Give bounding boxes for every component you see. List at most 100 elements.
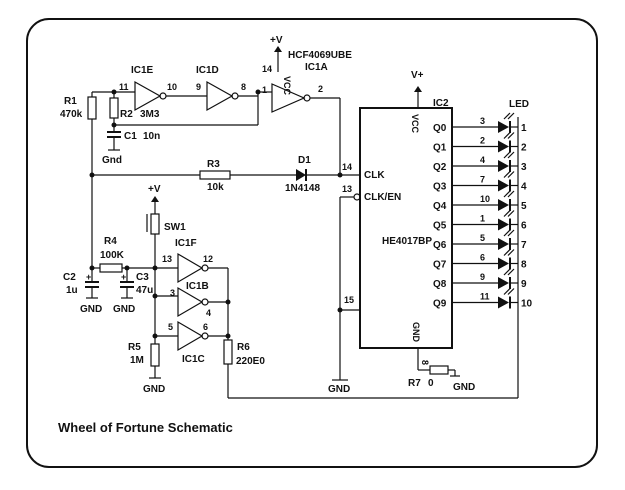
c1-ground-label: Gnd	[102, 155, 122, 166]
ic1-part-label: HCF4069UBE	[288, 50, 352, 61]
ic2-output-label: Q3	[433, 182, 447, 193]
led-light-arrow-icon	[503, 151, 511, 159]
ic2-output-label: Q6	[433, 240, 447, 251]
r1-name: R1	[64, 96, 77, 107]
r7-ground-label: GND	[453, 382, 475, 393]
ic2-chip	[359, 107, 453, 349]
led-light-arrow-icon	[503, 112, 511, 120]
r3-name: R3	[207, 159, 220, 170]
ic1f-name: IC1F	[175, 238, 197, 249]
led-number: 10	[521, 299, 533, 310]
c2-name: C2	[63, 272, 76, 283]
led-diode-icon	[498, 199, 509, 211]
ic2-clk-label: CLK	[364, 170, 385, 181]
led-light-arrow-icon	[503, 210, 511, 217]
clk-ground-label: GND	[328, 384, 350, 395]
ic1d-inverter	[206, 80, 234, 112]
led-diode-icon	[498, 160, 509, 172]
led-light-arrow-icon	[503, 268, 511, 276]
r6-value: 220E0	[236, 356, 265, 367]
ic2-name: IC2	[433, 98, 449, 109]
sw1-name: SW1	[164, 222, 186, 233]
c1-name: C1	[124, 131, 137, 142]
ic1b-inverter	[177, 286, 204, 318]
c2-value: 1u	[66, 285, 78, 296]
ic1a-pin-in: 1	[262, 85, 267, 95]
ic2-gnd-pin: GND	[411, 322, 421, 343]
r5-resistor	[150, 343, 160, 367]
ic2-output-pin: 1	[480, 214, 485, 224]
ic1e-pin-out: 10	[167, 82, 177, 92]
c1-value: 10n	[143, 131, 160, 142]
ic2-part: HE4017BP	[382, 236, 432, 247]
led-number: 5	[521, 201, 527, 212]
led-number: 1	[521, 123, 527, 134]
r1-value: 470k	[60, 109, 83, 120]
led-number: 4	[521, 182, 527, 193]
sw1-switch	[150, 213, 160, 235]
ic2-pin8-num: 8	[420, 360, 430, 365]
ic2-output-pin: 3	[480, 116, 485, 126]
d1-name: D1	[298, 155, 311, 166]
ic1f-pin-out: 12	[203, 254, 213, 264]
ic1a-inverter	[271, 83, 306, 113]
r3-resistor	[199, 170, 231, 180]
led-number: 2	[521, 143, 527, 154]
ic2-clken-label: CLK/EN	[364, 192, 401, 203]
ic1d-pin-in: 9	[196, 82, 201, 92]
led-diode-icon	[498, 218, 509, 231]
r6-name: R6	[237, 342, 250, 353]
c3-value: 47u	[136, 285, 153, 296]
ic1c-inverter	[177, 320, 204, 352]
led-number: 3	[521, 162, 527, 173]
ic2-output-pin: 10	[480, 194, 490, 204]
ic1a-pin-out: 2	[318, 84, 323, 94]
ic2-output-label: Q7	[433, 260, 447, 271]
ic2-output-pin: 9	[480, 272, 485, 282]
ic2-output-label: Q9	[433, 299, 447, 310]
ic2-outputs: Q031Q122Q243Q374Q4105Q516Q657Q768Q899Q91…	[433, 112, 533, 310]
ic2-output-pin: 6	[480, 253, 485, 263]
c3-ground-label: GND	[113, 304, 135, 315]
svg-text:+: +	[86, 272, 91, 282]
diagram-title: Wheel of Fortune Schematic	[58, 420, 233, 435]
r1-resistor	[87, 96, 97, 120]
ic1c-name: IC1C	[182, 354, 205, 365]
ic1e-pin-in: 11	[119, 82, 129, 92]
ic2-output-pin: 4	[480, 155, 485, 165]
ic2-supply-arrow-icon	[414, 86, 422, 92]
led-diode-icon	[498, 296, 509, 309]
ic2-vcc-pin: VCC	[410, 114, 420, 134]
r4-value: 100K	[100, 250, 125, 261]
ic1b-name: IC1B	[186, 281, 209, 292]
r5-value: 1M	[130, 355, 144, 366]
c3-name: C3	[136, 272, 149, 283]
diagram-frame	[26, 18, 598, 468]
r2-name: R2	[120, 109, 133, 120]
ic1b-pin-out: 4	[206, 308, 211, 318]
d1-value: 1N4148	[285, 183, 320, 194]
r7-resistor	[429, 365, 449, 375]
r2-resistor	[109, 97, 119, 119]
led-number: 7	[521, 240, 527, 251]
ic2-clken-num: 13	[342, 184, 352, 194]
ic2-clk-num: 14	[342, 162, 352, 172]
sw1-supply-arrow-icon	[151, 196, 159, 202]
ic2-pin15-num: 15	[344, 295, 354, 305]
ic2-output-pin: 7	[480, 175, 485, 185]
svg-text:+: +	[121, 272, 126, 282]
ic1e-name: IC1E	[131, 65, 154, 76]
led-light-arrow-icon	[503, 132, 511, 139]
r4-name: R4	[104, 236, 117, 247]
ic1e-inverter	[134, 80, 162, 112]
r7-name: R7	[408, 378, 421, 389]
led-light-arrow-icon	[503, 171, 511, 178]
ic2-output-label: Q5	[433, 221, 447, 232]
led-header: LED	[509, 99, 529, 110]
led-diode-icon	[498, 121, 509, 133]
r5-name: R5	[128, 342, 141, 353]
r2-value: 3M3	[140, 109, 160, 120]
r4-resistor	[99, 263, 123, 273]
ic2-output-label: Q2	[433, 162, 447, 173]
led-light-arrow-icon	[503, 288, 511, 295]
